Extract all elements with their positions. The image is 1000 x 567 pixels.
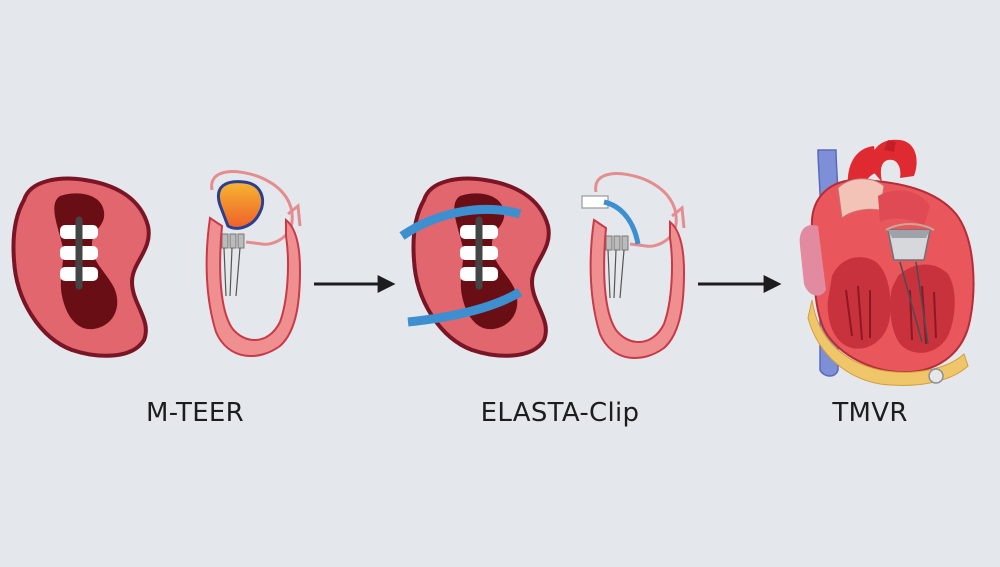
step-label-tmvr: TMVR	[832, 398, 908, 428]
elastic-band-upper	[399, 204, 522, 240]
step-label-elasta-clip: ELASTA-Clip	[480, 398, 640, 428]
elasta-heart-sketch	[581, 172, 686, 360]
mteer-valve-top-view	[11, 176, 151, 358]
elasta-valve-top-view	[399, 176, 551, 358]
mteer-heart-sketch	[205, 170, 302, 358]
elasta-clip	[460, 216, 498, 290]
step-label-mteer: M-TEER	[145, 398, 245, 428]
double-orifice-clip	[60, 216, 98, 290]
tmvr-heart-illustration	[799, 139, 975, 386]
elastic-band-lower	[407, 288, 523, 327]
